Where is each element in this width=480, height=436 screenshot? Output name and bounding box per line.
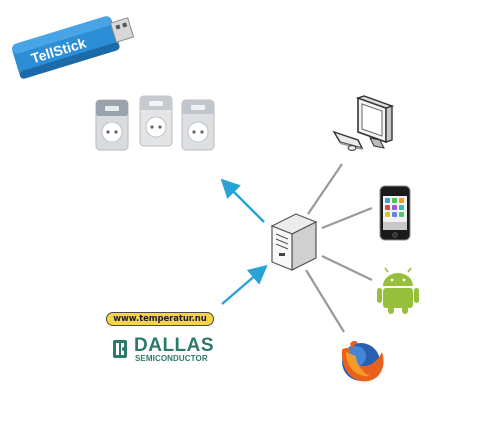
firefox-icon [341, 340, 384, 382]
smartphone-icon [379, 185, 411, 241]
link-phone [321, 206, 373, 230]
client-links [305, 163, 373, 333]
link-firefox [305, 269, 345, 333]
dallas-logo-icon [113, 340, 127, 358]
arrow-from-sensor [221, 264, 268, 305]
dallas-logo: DALLAS SEMICONDUCTOR [112, 335, 222, 364]
dallas-sub: SEMICONDUCTOR [135, 354, 208, 363]
link-android [321, 255, 373, 281]
temperature-url-badge: www.temperatur.nu [106, 312, 214, 326]
temperature-url-text: www.temperatur.nu [113, 314, 207, 324]
wall-plug-icon-1 [95, 99, 129, 151]
android-icon [377, 267, 419, 314]
link-desktop [307, 163, 343, 215]
usb-stick-icon: TellStick [11, 16, 135, 79]
desktop-computer-icon [332, 95, 395, 151]
server-icon [270, 213, 318, 271]
wall-plug-icon-3 [181, 99, 215, 151]
wall-plug-icon-2 [139, 95, 173, 147]
dallas-name: DALLAS [134, 335, 215, 356]
arrow-to-plugs [220, 178, 265, 223]
